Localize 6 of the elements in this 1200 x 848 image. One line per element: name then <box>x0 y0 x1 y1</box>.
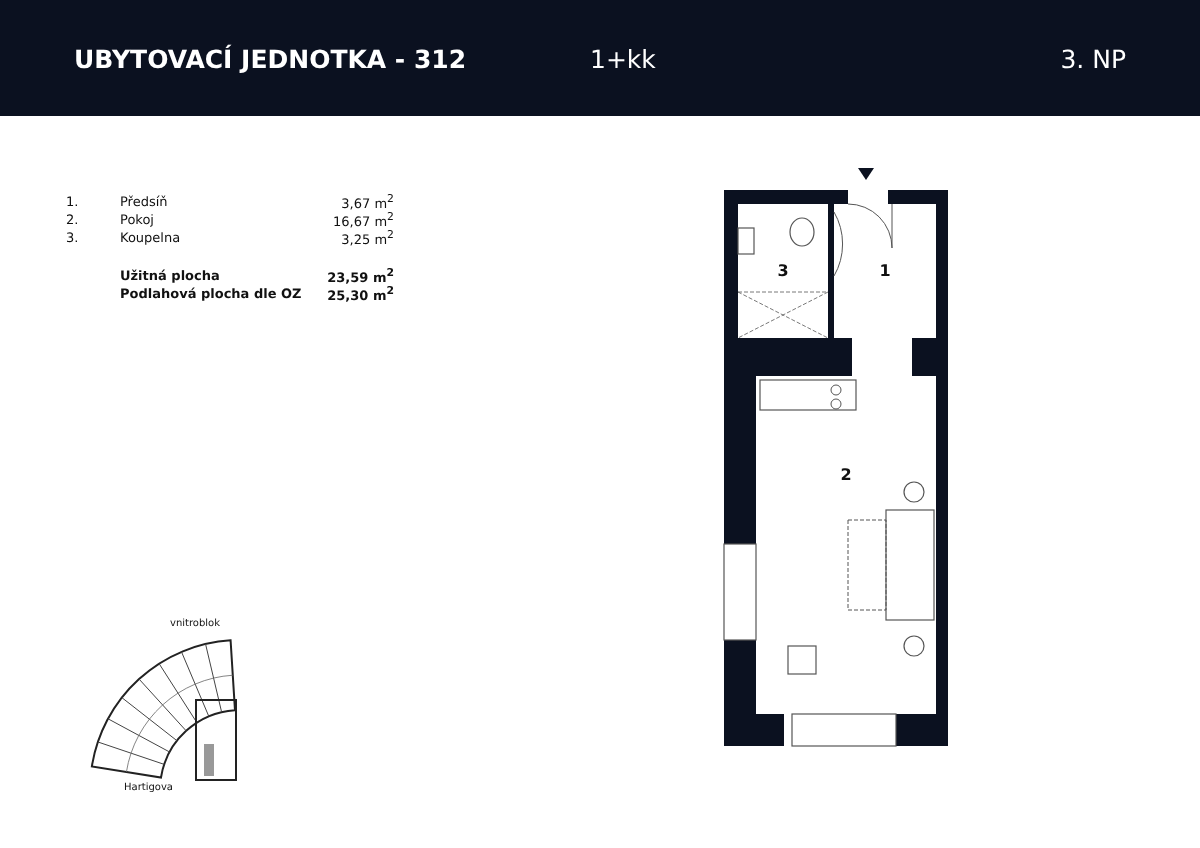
room-number: 2 <box>840 468 852 484</box>
room-number: 1 <box>879 263 891 279</box>
unit-title: UBYTOVACÍ JEDNOTKA - 312 <box>74 48 467 73</box>
floor-label: 3. NP <box>1060 48 1126 73</box>
room-number: 3 <box>777 263 789 279</box>
unit-type: 1+kk <box>590 48 656 73</box>
